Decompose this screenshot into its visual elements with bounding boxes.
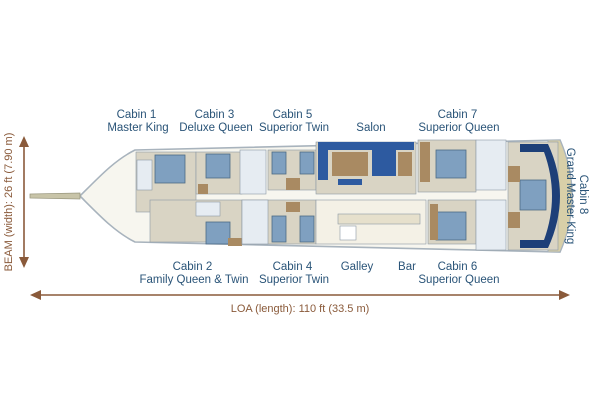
label-salon: Salon xyxy=(356,122,385,134)
beam-label: BEAM (width): 26 ft (7.90 m) xyxy=(3,133,15,272)
salon-stools xyxy=(338,179,362,185)
cabin-2-bed xyxy=(205,221,231,245)
cabin-7-plan xyxy=(417,139,507,193)
label-cabin-7: Cabin 7 Superior Queen xyxy=(418,109,499,134)
cabin-1-bed xyxy=(154,154,186,184)
label-cabin-5: Cabin 5 Superior Twin xyxy=(259,109,329,134)
beam-arrow-head-top xyxy=(19,136,29,147)
salon-cabinet xyxy=(398,152,412,176)
cabin-5-bed-left xyxy=(271,151,287,175)
label-bar: Bar xyxy=(398,261,416,273)
cabin-3-closet xyxy=(198,184,208,194)
cabin-4-closet xyxy=(286,202,300,212)
cabin-8-bed xyxy=(519,179,547,211)
cabin-4-plan xyxy=(241,199,317,245)
loa-label: LOA (length): 110 ft (33.5 m) xyxy=(231,303,370,315)
cabin-4-bed-left xyxy=(271,215,287,243)
cabin-5-closet xyxy=(286,178,300,190)
cabin-1-bathroom xyxy=(136,159,153,191)
label-cabin-6: Cabin 6 Superior Queen xyxy=(418,261,499,286)
cabin-6-plan xyxy=(427,199,507,251)
loa-dimension: LOA (length): 110 ft (33.5 m) xyxy=(30,290,570,315)
label-cabin-4: Cabin 4 Superior Twin xyxy=(259,261,329,286)
galley-counter xyxy=(337,213,421,225)
label-cabin-1: Cabin 1 Master King xyxy=(107,109,168,134)
salon-seating-right xyxy=(372,150,396,176)
beam-dimension: BEAM (width): 26 ft (7.90 m) xyxy=(3,133,29,272)
cabin-3-bathroom xyxy=(239,149,267,195)
loa-arrow-head-left xyxy=(30,290,41,300)
loa-arrow-head-right xyxy=(559,290,570,300)
salon-seating-top xyxy=(318,142,414,150)
cabin-4-bed-right xyxy=(299,215,315,243)
cabin-6-bed xyxy=(435,211,467,241)
cabin-5-bed-right xyxy=(299,151,315,175)
galley-stairs xyxy=(339,225,357,241)
cabin-7-bathroom xyxy=(475,139,507,191)
cabin-2-bathroom xyxy=(195,201,221,217)
salon-plan xyxy=(315,141,417,195)
cabin-6-bathroom xyxy=(475,199,507,251)
cabin-8-plan xyxy=(507,141,560,251)
cabin-8-seating xyxy=(520,144,560,248)
label-cabin-8: Cabin 8 Grand Master King xyxy=(564,148,589,245)
beam-arrow-head-bottom xyxy=(19,257,29,268)
cabin-3-plan xyxy=(195,149,267,195)
cabin-4-bathroom xyxy=(241,199,269,245)
cabin-2-plan xyxy=(149,199,243,246)
cabin-6-closet xyxy=(430,204,438,240)
cabin-7-closet xyxy=(420,142,430,182)
cabin-5-plan xyxy=(267,149,317,191)
salon-seating-left xyxy=(318,150,328,180)
galley-bar-plan xyxy=(315,199,427,245)
cabin-8-closet-top xyxy=(508,166,520,182)
salon-table xyxy=(332,152,368,176)
label-cabin-3: Cabin 3 Deluxe Queen xyxy=(179,109,253,134)
bowsprit xyxy=(29,192,81,200)
cabin-3-bed xyxy=(205,153,231,179)
label-cabin-2: Cabin 2 Family Queen & Twin xyxy=(139,261,248,286)
cabin-2-closet xyxy=(228,238,242,246)
label-galley: Galley xyxy=(341,261,374,273)
cabin-8-closet-bottom xyxy=(508,212,520,228)
cabin-7-bed xyxy=(435,149,467,179)
